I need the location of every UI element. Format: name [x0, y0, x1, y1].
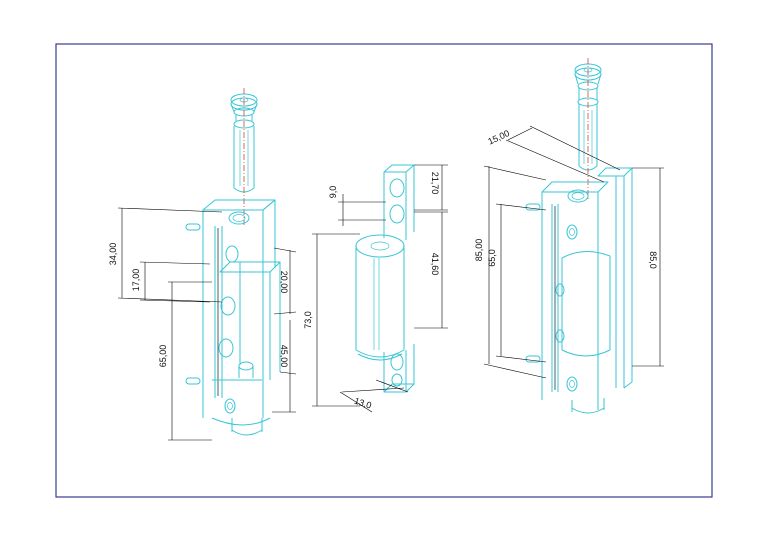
hinge-leaf-view: 9,0 21,70 73,0 41,60 13,0 [303, 164, 448, 413]
dim-73-0: 73,0 [303, 311, 313, 329]
dim-85-00: 85,00 [474, 239, 484, 262]
dimensions-view-1: 34,00 17,00 65,00 20,00 45,00 [108, 207, 297, 441]
dim-20-00: 20,00 [279, 271, 289, 294]
dim-65-0: 65,0 [487, 249, 497, 267]
dim-17-00: 17,00 [131, 269, 141, 292]
assembled-hinge-view: 15,00 85,00 65,0 85,0 [474, 58, 664, 414]
hinge-leaf [355, 164, 415, 393]
dim-21-70: 21,70 [430, 172, 440, 195]
dim-13-0: 13,0 [353, 396, 373, 411]
dimensions-view-3: 15,00 85,00 65,0 85,0 [474, 125, 664, 379]
hinge-pin [230, 93, 258, 193]
dim-45-00: 45,00 [279, 345, 289, 368]
dim-85-0: 85,0 [648, 251, 658, 269]
assembled-hinge-body [525, 167, 633, 414]
dim-65-00: 65,00 [158, 345, 168, 368]
dim-41-60: 41,60 [430, 253, 440, 276]
drawing-frame [55, 43, 713, 498]
hinge-body [185, 199, 281, 436]
dim-9-0: 9,0 [328, 186, 338, 199]
exploded-hinge-view: 34,00 17,00 65,00 20,00 45,00 [108, 88, 297, 441]
dim-15-00: 15,00 [486, 128, 511, 147]
dim-34-00: 34,00 [108, 243, 118, 266]
dimensions-view-2: 9,0 21,70 73,0 41,60 13,0 [303, 164, 448, 413]
